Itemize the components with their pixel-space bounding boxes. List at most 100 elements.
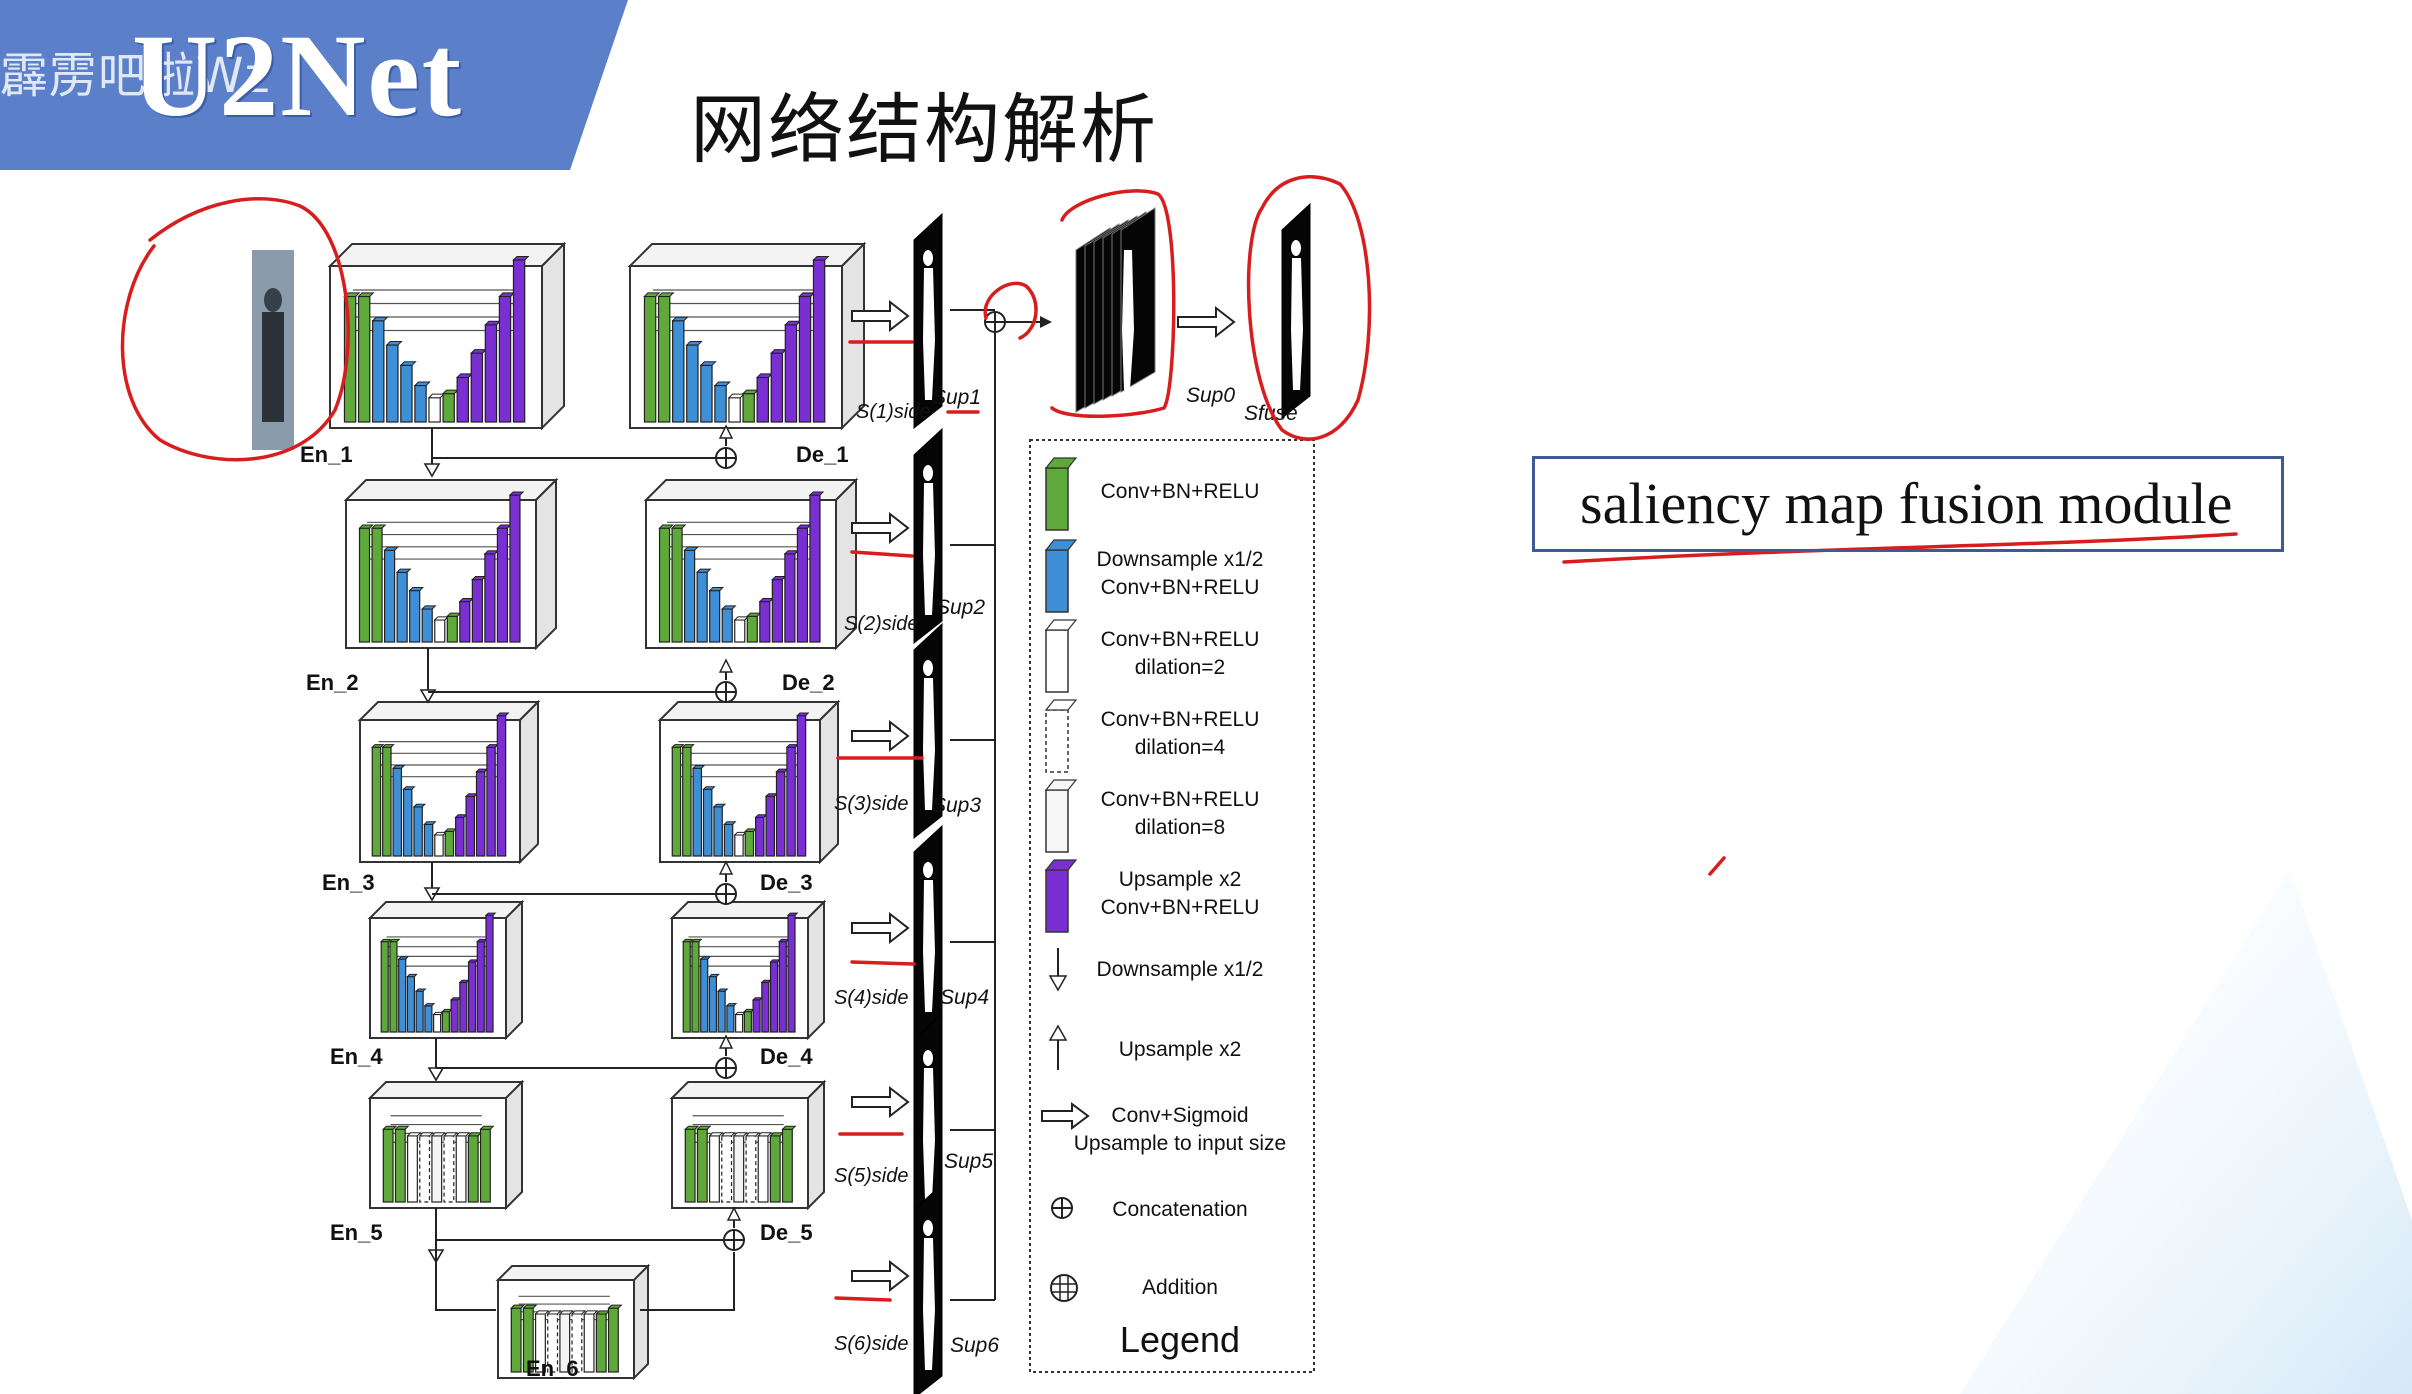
logo-u2net: U2Net	[132, 10, 464, 141]
legend-item-label: Conv+BN+RELU	[1101, 480, 1260, 503]
stack-circle-annotation	[1050, 189, 1176, 418]
conv-sigmoid-arrow	[851, 1259, 910, 1293]
fused-output-map	[1281, 202, 1311, 420]
encoder-block-6	[495, 1263, 651, 1381]
supervision-label: Sup4	[940, 986, 989, 1009]
input-figure-body	[262, 312, 284, 422]
encoder-label: En_6	[526, 1356, 579, 1381]
legend-item-label: Concatenation	[1112, 1198, 1247, 1221]
stacked-map-figure	[1122, 250, 1134, 390]
encoder-block-1	[327, 241, 567, 431]
encoder-label: En_4	[330, 1044, 383, 1069]
supervision-label: Sup5	[944, 1150, 993, 1173]
legend-item-label: Conv+Sigmoid	[1111, 1104, 1248, 1127]
legend-item-label: Upsample x2	[1119, 868, 1242, 891]
legend-item-label: Conv+BN+RELU	[1101, 628, 1260, 651]
legend-addition-icon	[1050, 1274, 1078, 1302]
conv-sigmoid-arrow	[851, 511, 910, 545]
conv-sigmoid-arrow	[851, 719, 910, 753]
bottleneck-path-in	[435, 1234, 496, 1311]
conv-sigmoid-arrow	[851, 299, 910, 333]
fusion-out-head	[1040, 316, 1052, 328]
decoder-label: De_2	[782, 670, 835, 695]
decoder-block-1	[627, 241, 867, 431]
fusion-conv-arrow	[1177, 305, 1236, 339]
legend-item-sublabel: dilation=4	[1135, 736, 1226, 759]
legend-concat-icon	[1051, 1197, 1073, 1219]
decoder-block-2	[643, 477, 859, 651]
legend-item-label: Conv+BN+RELU	[1101, 788, 1260, 811]
legend-box	[1029, 439, 1315, 1373]
upsample-arrowhead	[718, 1034, 734, 1049]
legend-swatch	[1045, 629, 1069, 693]
legend-swatch-top	[1044, 457, 1078, 469]
fuse-circle-annotation	[1246, 175, 1372, 441]
side-output-map	[913, 622, 943, 840]
legend-item-sublabel: Upsample to input size	[1074, 1132, 1286, 1155]
upsample-arrowhead	[718, 860, 734, 875]
conv-sigmoid-arrow	[851, 911, 910, 945]
legend-arrow-up-head	[1048, 1024, 1068, 1041]
concat-node	[715, 681, 737, 703]
encoder-label: En_5	[330, 1220, 383, 1245]
legend-item-label: Downsample x1/2	[1097, 548, 1264, 571]
legend-item-label: Upsample x2	[1119, 1038, 1242, 1061]
page-title: 网络结构解析	[690, 85, 1158, 174]
fusion-module-label: saliency map fusion module	[1580, 471, 2233, 536]
side-output-label: S(6)side	[834, 1333, 908, 1355]
downsample-arrowhead	[423, 463, 441, 478]
legend-swatch	[1045, 549, 1069, 613]
legend-swatch	[1045, 467, 1069, 531]
fusion-concat-node	[984, 311, 1006, 333]
concat-node	[723, 1229, 745, 1251]
side-output-map	[913, 212, 943, 430]
decoder-label: De_4	[760, 1044, 813, 1069]
side4-underline	[850, 960, 916, 966]
decoder-block-5	[669, 1079, 827, 1211]
side-output-label: S(3)side	[834, 793, 908, 815]
decoder-label: De_1	[796, 442, 849, 467]
decoder-label: De_3	[760, 870, 813, 895]
concat-node	[715, 447, 737, 469]
fusion-label-underline	[1562, 532, 2238, 564]
side-output-label: S(2)side	[844, 613, 918, 635]
supervision-label: Sup3	[932, 794, 981, 817]
fusion-module-box	[1532, 456, 2284, 552]
encoder-label: En_3	[322, 870, 375, 895]
encoder-block-4	[367, 899, 525, 1041]
encoder-block-2	[343, 477, 559, 651]
decoder-block-4	[669, 899, 827, 1041]
upsample-arrowhead	[718, 658, 734, 673]
legend-swatch-top	[1044, 859, 1078, 871]
watermark-text: 霹雳吧啦Wz	[0, 48, 271, 104]
legend-swatch-top	[1044, 539, 1078, 551]
legend-item-label: Conv+BN+RELU	[1101, 708, 1260, 731]
legend-hollow-arrow-icon	[1041, 1102, 1090, 1130]
encoder-block-3	[357, 699, 541, 865]
legend-swatch-top	[1044, 699, 1078, 711]
side-output-map	[913, 427, 943, 645]
concat-node	[715, 883, 737, 905]
input-circle-annotation	[120, 196, 350, 462]
side-output-label: S(1)side	[856, 401, 930, 423]
title-banner	[0, 0, 628, 170]
legend-item-label: Addition	[1142, 1276, 1218, 1299]
side-output-label: S(4)side	[834, 987, 908, 1009]
legend-swatch	[1045, 869, 1069, 933]
side-output-label: S(5)side	[834, 1165, 908, 1187]
encoder-block-5	[367, 1079, 525, 1211]
supervision-label: Sup1	[932, 386, 981, 409]
side-output-map	[913, 1012, 943, 1230]
legend-title: Legend	[1120, 1319, 1240, 1360]
decoder-block-3	[657, 699, 841, 865]
legend-swatch	[1045, 789, 1069, 853]
encoder-label: En_1	[300, 442, 353, 467]
legend-item-sublabel: Conv+BN+RELU	[1101, 576, 1260, 599]
input-figure-head	[264, 288, 282, 312]
concat-node	[715, 1057, 737, 1079]
sup0-label: Sup0	[1186, 384, 1235, 407]
downsample-arrowhead	[427, 1067, 445, 1082]
supervision-label: Sup2	[936, 596, 985, 619]
